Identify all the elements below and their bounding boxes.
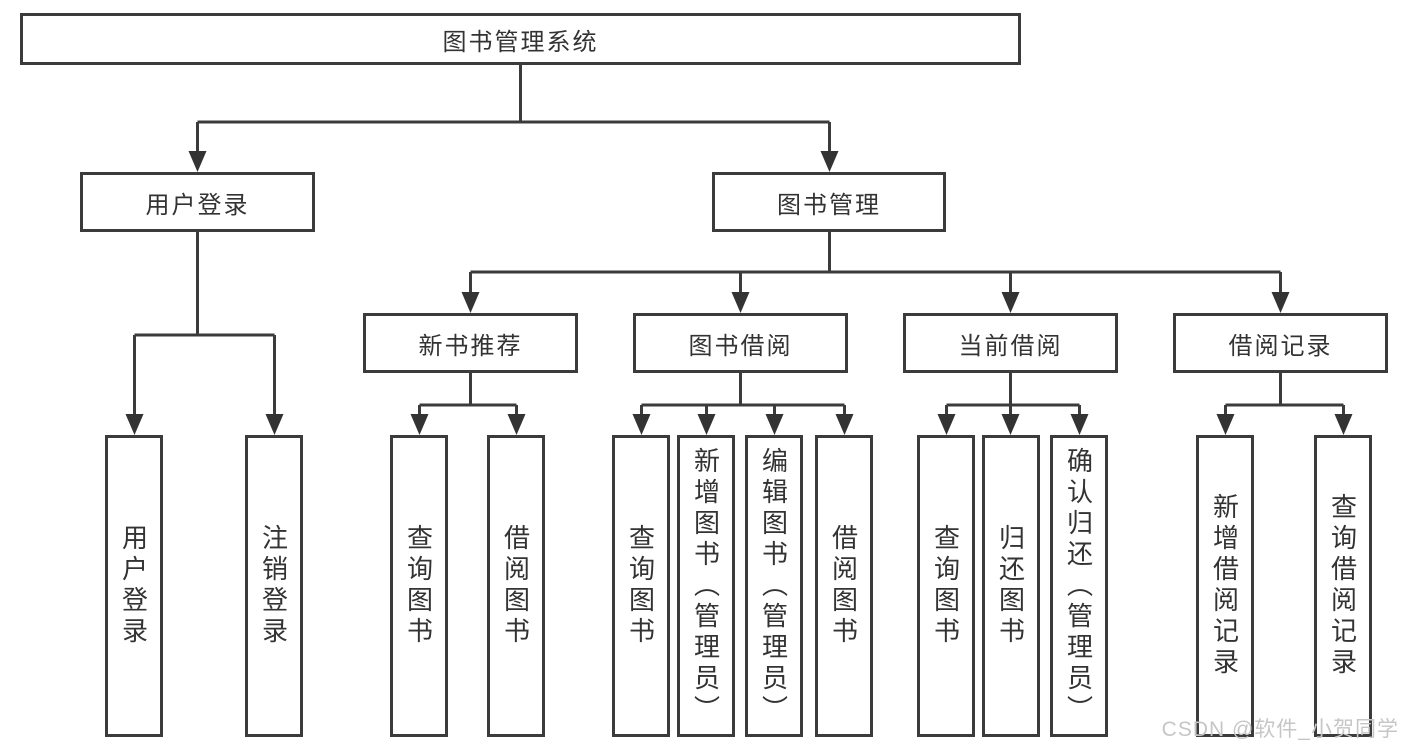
node-current-borrow: 当前借阅 (903, 313, 1118, 373)
node-book-borrow: 图书借阅 (633, 313, 848, 373)
leaf-query-books-recommend: 查询图书 (390, 435, 448, 737)
leaf-return-books: 归还图书 (982, 435, 1040, 737)
node-library-system: 图书管理系统 (20, 13, 1021, 65)
edges-user-login-to-leaves (125, 232, 284, 435)
leaf-add-book-admin: 新增图书（管理员） (677, 435, 735, 737)
edges-borrow-records-to-leaves (1216, 373, 1353, 435)
leaf-user-login: 用户登录 (105, 435, 163, 737)
edges-book-mgmt-to-modules (461, 232, 1290, 313)
leaf-query-books-current: 查询图书 (917, 435, 975, 737)
leaf-logout: 注销登录 (245, 435, 303, 737)
leaf-add-borrow-record: 新增借阅记录 (1196, 435, 1254, 737)
node-new-book-recommend: 新书推荐 (363, 313, 578, 373)
node-user-login-branch: 用户登录 (80, 172, 315, 232)
csdn-watermark: CSDN @软件_小贺同学 (1161, 718, 1399, 741)
leaf-borrow-books-recommend: 借阅图书 (487, 435, 545, 737)
node-borrow-records: 借阅记录 (1173, 313, 1388, 373)
leaf-query-borrow-record: 查询借阅记录 (1314, 435, 1372, 737)
edges-root-to-branches (188, 65, 839, 172)
node-book-mgmt-branch: 图书管理 (712, 172, 946, 232)
edges-book-borrow-to-leaves (632, 373, 854, 435)
edges-current-borrow-to-leaves (937, 373, 1089, 435)
edges-new-book-to-leaves (410, 373, 526, 435)
leaf-query-books-borrow: 查询图书 (612, 435, 670, 737)
leaf-borrow-books: 借阅图书 (815, 435, 873, 737)
leaf-edit-book-admin: 编辑图书（管理员） (745, 435, 803, 737)
leaf-confirm-return-admin: 确认归还（管理员） (1050, 435, 1108, 737)
